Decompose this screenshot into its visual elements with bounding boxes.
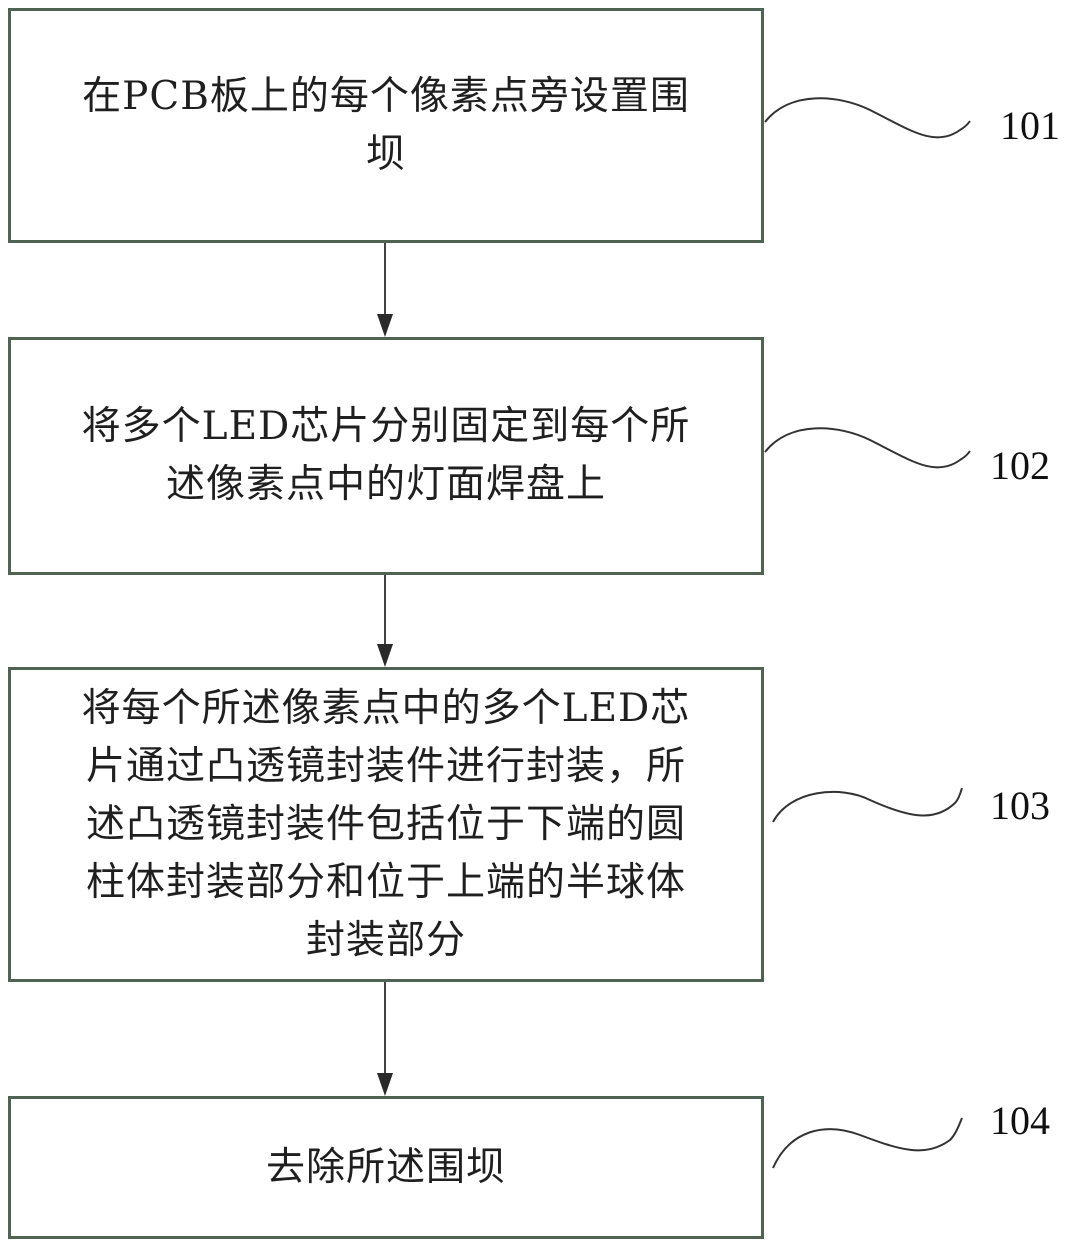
flow-arrow-101-102: [377, 243, 393, 337]
step-text-103: 将每个所述像素点中的多个LED芯 片通过凸透镜封装件进行封装，所 述凸透镜封装件…: [11, 680, 761, 970]
step-101-line-1: 在PCB板上的每个像素点旁设置围: [82, 73, 690, 119]
ref-label-101: 101: [1000, 103, 1060, 148]
step-box-104: 去除所述围坝: [8, 1096, 764, 1239]
arrowhead-icon: [377, 314, 393, 337]
arrowhead-icon: [377, 644, 393, 667]
ref-label-104: 104: [990, 1098, 1050, 1143]
leader-line-101: [764, 97, 971, 139]
flow-arrow-103-104: [377, 982, 393, 1096]
step-103-line-3: 述凸透镜封装件包括位于下端的圆: [85, 801, 686, 847]
step-103-line-2: 片通过凸透镜封装件进行封装，所: [85, 743, 686, 789]
step-box-103: 将每个所述像素点中的多个LED芯 片通过凸透镜封装件进行封装，所 述凸透镜封装件…: [8, 667, 764, 982]
step-box-102: 将多个LED芯片分别固定到每个所 述像素点中的灯面焊盘上: [8, 337, 764, 575]
step-text-102: 将多个LED芯片分别固定到每个所 述像素点中的灯面焊盘上: [11, 398, 761, 514]
step-102-line-1: 将多个LED芯片分别固定到每个所: [81, 404, 691, 449]
flow-arrow-102-103: [377, 575, 393, 667]
step-text-104: 去除所述围坝: [11, 1139, 761, 1197]
step-text-101: 在PCB板上的每个像素点旁设置围 坝: [11, 68, 761, 184]
step-103-line-5: 封装部分: [305, 917, 466, 963]
ref-label-102: 102: [990, 443, 1050, 488]
step-101-line-2: 坝: [365, 131, 406, 177]
step-104-line-1: 去除所述围坝: [265, 1144, 506, 1190]
step-103-line-4: 柱体封装部分和位于上端的半球体: [85, 859, 686, 905]
leader-line-102: [764, 427, 971, 469]
leader-line-104: [772, 1117, 963, 1169]
step-102-line-2: 述像素点中的灯面焊盘上: [165, 462, 606, 507]
leader-line-103: [772, 787, 963, 823]
step-box-101: 在PCB板上的每个像素点旁设置围 坝: [8, 8, 764, 243]
ref-label-103: 103: [990, 783, 1050, 828]
step-103-line-1: 将每个所述像素点中的多个LED芯: [81, 685, 691, 731]
arrowhead-icon: [377, 1073, 393, 1096]
